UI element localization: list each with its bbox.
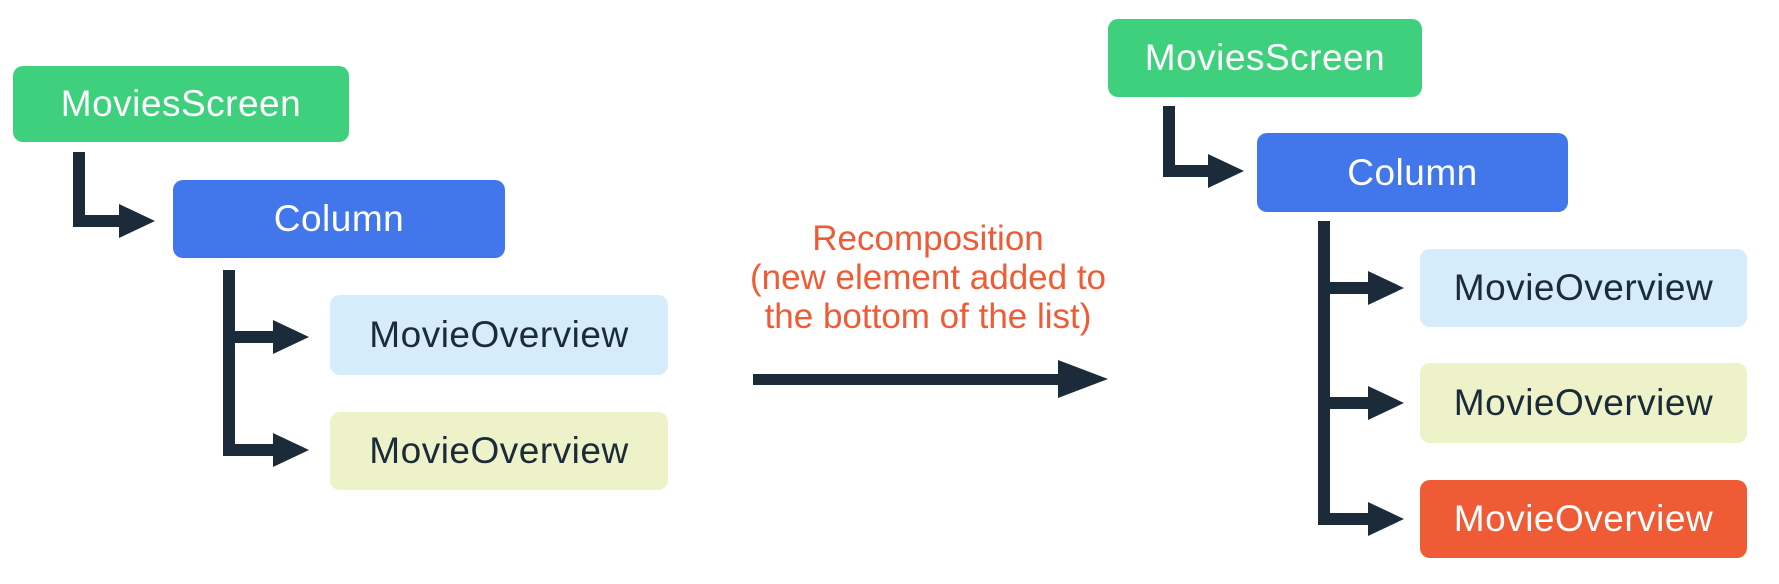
right-tree-node-column: Column — [1257, 133, 1568, 212]
left-arrowhead-to-movieoverview2-icon — [273, 433, 309, 467]
left-connector-column-vertical — [223, 270, 235, 456]
left-connector-moviesscreen-vertical — [73, 152, 85, 227]
caption-line-3: the bottom of the list) — [764, 297, 1092, 336]
left-tree-node-movieoverview-2: MovieOverview — [330, 412, 668, 490]
right-tree-node-moviesscreen: MoviesScreen — [1108, 19, 1422, 97]
recomposition-caption: Recomposition (new element added to the … — [680, 219, 1176, 336]
right-connector-column-vertical — [1318, 221, 1330, 525]
left-arrowhead-to-movieoverview1-icon — [273, 320, 309, 354]
left-arrowhead-to-column-icon — [119, 204, 155, 238]
right-arrowhead-to-movieoverview2-icon — [1368, 386, 1404, 420]
caption-line-1: Recomposition — [812, 219, 1044, 258]
left-tree-node-movieoverview-1: MovieOverview — [330, 295, 668, 375]
right-arrowhead-to-movieoverview1-icon — [1368, 271, 1404, 305]
recomposition-arrow-shaft — [753, 374, 1058, 385]
right-tree-node-movieoverview-1: MovieOverview — [1420, 249, 1747, 327]
left-tree-node-moviesscreen: MoviesScreen — [13, 66, 349, 142]
right-connector-child2-horizontal — [1318, 397, 1368, 409]
right-tree-node-movieoverview-2: MovieOverview — [1420, 363, 1747, 443]
right-tree-node-movieoverview-3-new: MovieOverview — [1420, 480, 1747, 558]
recomposition-arrowhead-icon — [1058, 360, 1108, 398]
left-connector-child2-horizontal — [223, 444, 273, 456]
left-tree-node-column: Column — [173, 180, 505, 258]
right-arrowhead-to-column-icon — [1208, 154, 1244, 188]
caption-line-2: (new element added to — [749, 258, 1107, 297]
right-connector-moviesscreen-horizontal — [1163, 165, 1208, 177]
right-connector-moviesscreen-vertical — [1163, 106, 1175, 177]
left-connector-moviesscreen-horizontal — [73, 215, 119, 227]
right-connector-child3-horizontal — [1318, 513, 1368, 525]
right-connector-child1-horizontal — [1318, 282, 1368, 294]
right-arrowhead-to-movieoverview3-icon — [1368, 502, 1404, 536]
left-connector-child1-horizontal — [223, 331, 273, 343]
